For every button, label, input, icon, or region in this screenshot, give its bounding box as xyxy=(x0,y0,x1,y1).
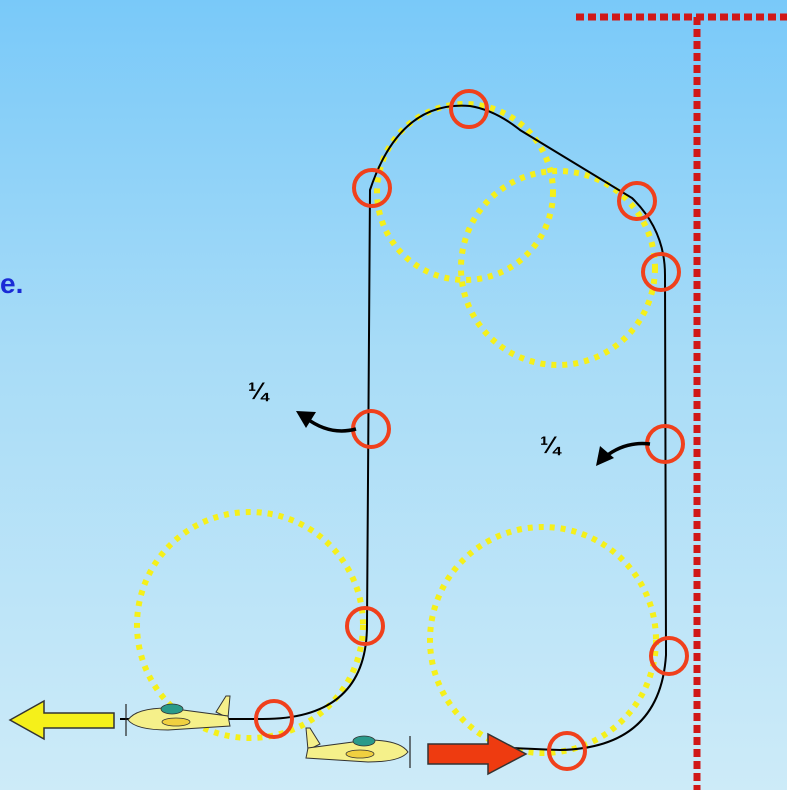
construction-circle-bottom-right xyxy=(427,524,659,756)
airplane-icon xyxy=(125,695,231,737)
marker-circle xyxy=(352,168,392,208)
construction-circles xyxy=(134,101,659,756)
arrow-left-icon xyxy=(8,699,115,741)
marker-circle xyxy=(351,409,391,449)
marker-circle xyxy=(617,181,657,221)
construction-circle-top xyxy=(374,101,556,283)
marker-circles xyxy=(254,89,689,771)
flight-path xyxy=(120,104,668,752)
marker-circle xyxy=(641,252,681,292)
airplane-icon xyxy=(305,727,411,769)
construction-circle-right xyxy=(458,168,658,368)
rotation-arrow-icon xyxy=(596,446,614,466)
caption-fragment: e. xyxy=(0,268,24,299)
rotation-arrow-icon xyxy=(296,411,316,428)
marker-circle xyxy=(254,699,294,739)
quarter-roll-label-right: ¼ xyxy=(540,432,561,459)
arrow-right-icon xyxy=(427,732,528,776)
marker-circle xyxy=(547,731,587,771)
marker-circle xyxy=(449,89,489,129)
rotation-arrow-icon xyxy=(603,441,651,459)
quarter-roll-label-left: ¼ xyxy=(248,378,269,405)
marker-circle xyxy=(649,636,689,676)
marker-circle xyxy=(345,606,385,646)
construction-circle-bottom-left xyxy=(134,509,366,741)
rotation-arrow-icon xyxy=(304,416,357,433)
